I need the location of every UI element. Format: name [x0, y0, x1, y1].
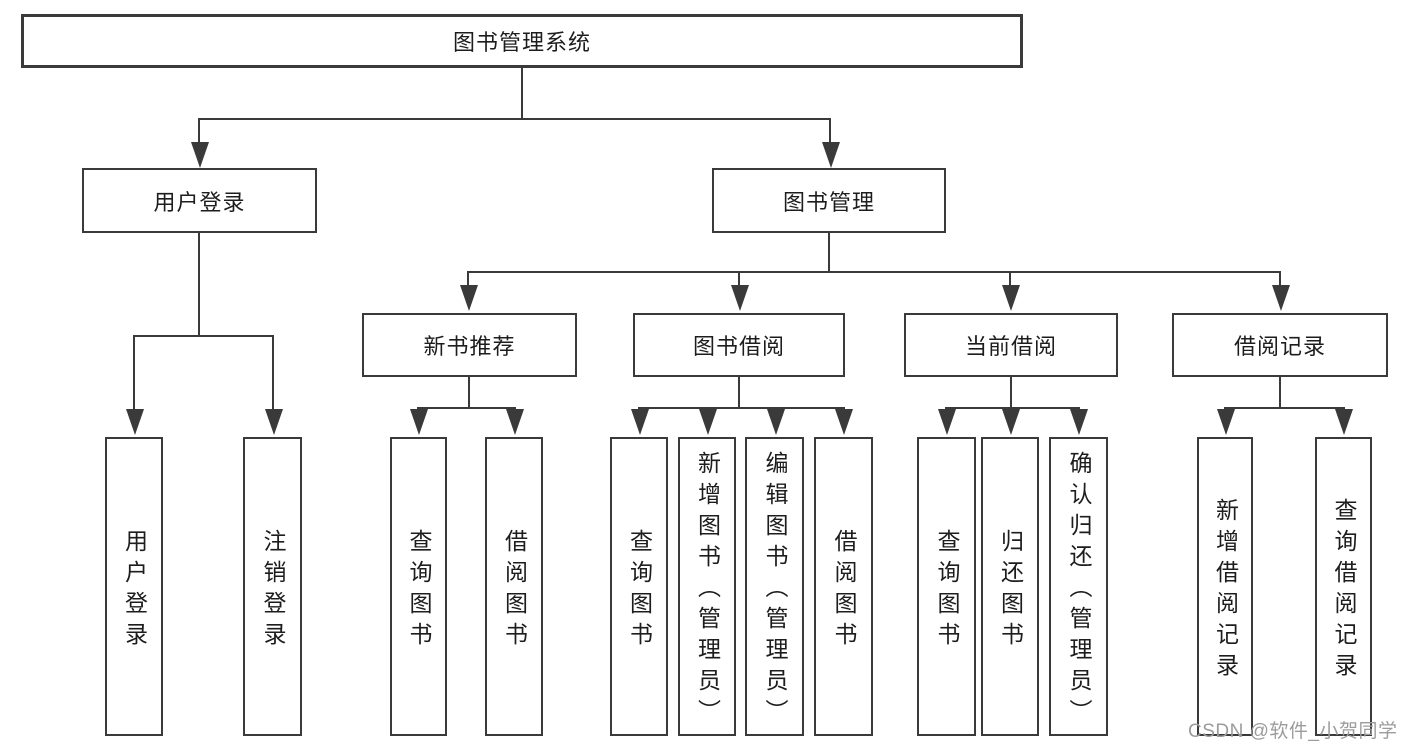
node-label: 借阅图书	[831, 528, 857, 653]
connector-line	[467, 271, 1281, 273]
connector-line	[467, 271, 469, 286]
arrowhead-icon	[1002, 285, 1020, 311]
node-label: 新增图书（管理员）	[694, 451, 721, 730]
node-return-books: 归还图书	[981, 437, 1039, 736]
node-new-book-recommendation: 新书推荐	[362, 313, 577, 377]
arrowhead-icon	[1335, 409, 1353, 435]
node-label: 用户登录	[121, 528, 148, 653]
node-label: 新增借阅记录	[1212, 497, 1239, 684]
node-book-borrowing: 图书借阅	[633, 313, 845, 377]
node-label: 注销登录	[260, 528, 286, 653]
node-label: 新书推荐	[423, 334, 516, 359]
arrowhead-icon	[1217, 409, 1235, 435]
connector-line	[738, 377, 740, 408]
node-label: 图书借阅	[692, 334, 785, 359]
arrowhead-icon	[410, 409, 428, 435]
node-label: 查询图书	[934, 528, 960, 653]
arrowhead-icon	[1070, 409, 1088, 435]
connector-line	[272, 335, 274, 410]
connector-line	[829, 118, 831, 144]
node-label: 图书管理系统	[452, 30, 591, 55]
node-query-borrow-record: 查询借阅记录	[1315, 437, 1372, 736]
node-label: 编辑图书（管理员）	[762, 451, 788, 730]
connector-line	[1224, 407, 1345, 409]
connector-line	[417, 407, 516, 409]
node-label: 图书管理	[782, 189, 875, 215]
node-confirm-return-admin: 确认归还（管理员）	[1049, 437, 1108, 736]
connector-line	[198, 233, 200, 335]
node-query-books-current: 查询图书	[917, 437, 976, 736]
connector-line	[133, 335, 274, 337]
node-logout-action: 注销登录	[243, 437, 302, 736]
node-label: 查询图书	[406, 528, 432, 653]
node-user-login: 用户登录	[82, 168, 317, 233]
node-label: 借阅图书	[501, 528, 528, 653]
connector-line	[468, 377, 470, 408]
node-current-borrowing: 当前借阅	[904, 313, 1118, 377]
watermark-text: CSDN @软件_小贺同学	[1188, 721, 1398, 742]
node-label: 归还图书	[997, 528, 1024, 653]
connector-line	[738, 271, 740, 286]
node-query-books-borrowing: 查询图书	[610, 437, 668, 736]
connector-line	[1279, 377, 1281, 408]
arrowhead-icon	[835, 409, 853, 435]
node-borrowing-records: 借阅记录	[1172, 313, 1388, 377]
node-user-login-action: 用户登录	[105, 437, 163, 736]
node-query-books-recommend: 查询图书	[390, 437, 447, 736]
connector-line	[638, 407, 845, 409]
node-borrow-books-borrowing: 借阅图书	[814, 437, 873, 736]
connector-line	[1010, 377, 1012, 408]
connector-line	[198, 118, 200, 144]
arrowhead-icon	[191, 142, 209, 168]
connector-line	[133, 335, 135, 410]
connector-line	[945, 407, 1080, 409]
node-add-borrow-record: 新增借阅记录	[1197, 437, 1253, 736]
arrowhead-icon	[1272, 285, 1290, 311]
node-root: 图书管理系统	[21, 14, 1023, 68]
arrowhead-icon	[460, 285, 478, 311]
arrowhead-icon	[938, 409, 956, 435]
node-label: 确认归还（管理员）	[1066, 451, 1092, 730]
node-book-management: 图书管理	[712, 168, 946, 233]
node-label: 借阅记录	[1233, 334, 1326, 359]
arrowhead-icon	[631, 409, 649, 435]
connector-line	[1279, 271, 1281, 286]
connector-line	[1009, 271, 1011, 286]
arrowhead-icon	[126, 409, 144, 435]
arrowhead-icon	[699, 409, 717, 435]
node-label: 查询图书	[626, 528, 653, 653]
connector-line	[521, 68, 523, 118]
connector-line	[828, 233, 830, 271]
node-add-books-admin: 新增图书（管理员）	[678, 437, 736, 736]
node-edit-books-admin: 编辑图书（管理员）	[745, 437, 804, 736]
node-borrow-books-recommend: 借阅图书	[485, 437, 543, 736]
arrowhead-icon	[767, 409, 785, 435]
node-label: 查询借阅记录	[1331, 497, 1357, 684]
connector-line	[198, 118, 831, 120]
node-label: 当前借阅	[964, 334, 1057, 359]
arrowhead-icon	[822, 142, 840, 168]
arrowhead-icon	[731, 285, 749, 311]
arrowhead-icon	[1002, 409, 1020, 435]
arrowhead-icon	[265, 409, 283, 435]
arrowhead-icon	[506, 409, 524, 435]
node-label: 用户登录	[153, 189, 246, 215]
